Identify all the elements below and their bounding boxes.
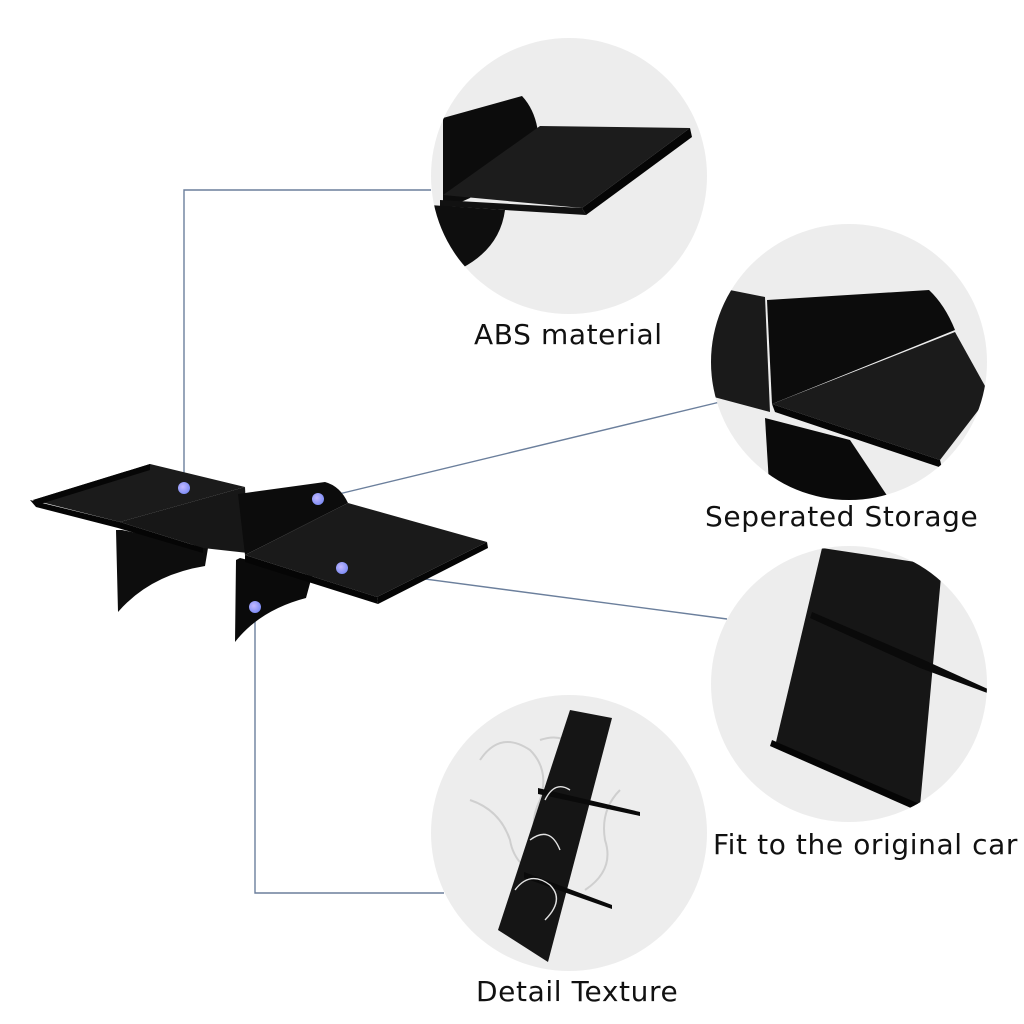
tray-left-support [116,530,208,612]
detail-circle-abs [431,38,707,314]
tray-right-support [235,558,312,642]
caption-seperated-storage: Seperated Storage [705,500,979,533]
caption-fit-original-car: Fit to the original car [713,828,1019,861]
marker-dot-storage [312,493,324,505]
leader-line-detail [254,607,444,894]
detail-circle-storage [711,224,987,500]
leader-line-abs [183,189,431,488]
marker-dot-detail [249,601,261,613]
marker-dots [178,482,348,613]
marker-dot-abs [178,482,190,494]
tray-middle-surface [120,487,248,553]
caption-detail-texture: Detail Texture [476,975,679,1008]
tray-right-surface [245,503,487,597]
tray-left-surface [33,464,245,522]
leader-line-storage [317,401,721,500]
marker-dot-fit [336,562,348,574]
tray-right-lip [377,542,488,604]
detail-circle-fit [711,546,987,822]
detail-circle-texture [431,695,707,971]
caption-abs-material: ABS material [474,318,663,351]
tray-left-lip [30,500,203,553]
storage-tray-product [30,464,488,642]
